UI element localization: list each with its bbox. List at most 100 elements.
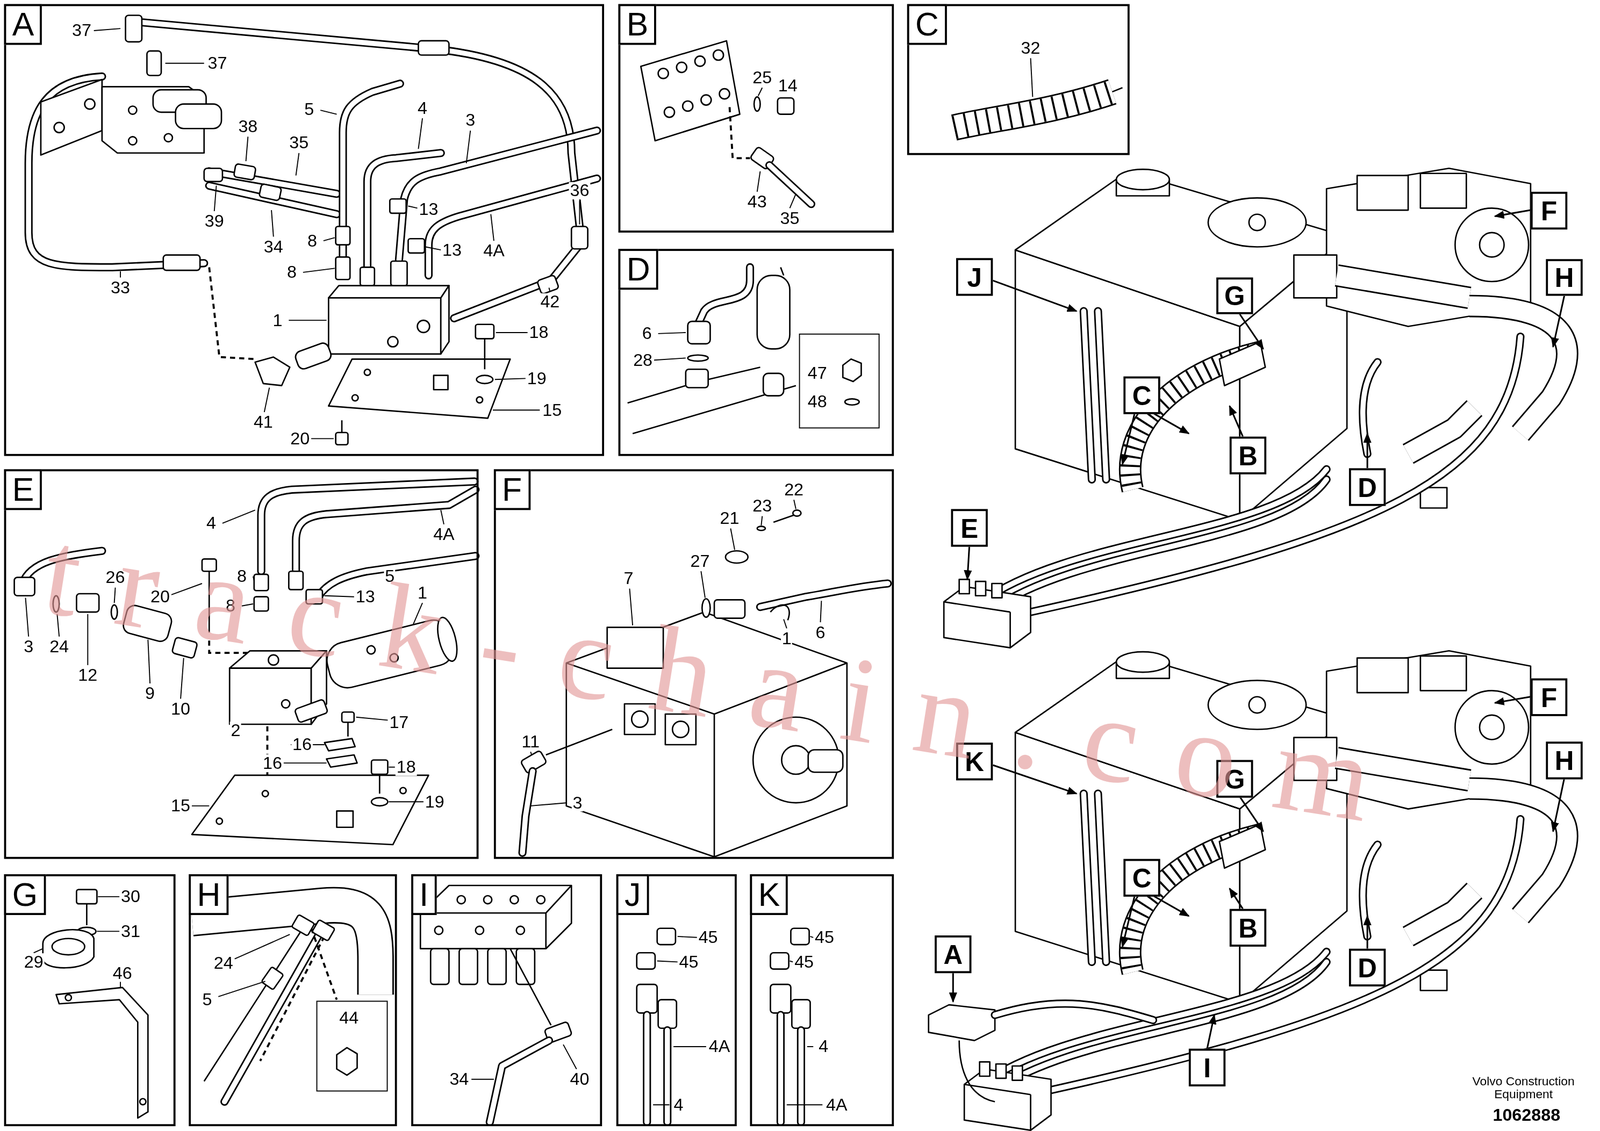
path-shape bbox=[627, 367, 796, 434]
line-shape bbox=[654, 357, 686, 361]
panel-letter: F bbox=[493, 469, 530, 511]
line-shape bbox=[320, 110, 337, 115]
circle-shape bbox=[139, 1099, 146, 1106]
line-shape bbox=[677, 936, 698, 938]
callout-number: 4A bbox=[824, 1096, 849, 1114]
circle-shape bbox=[434, 926, 443, 935]
rect-shape bbox=[777, 97, 794, 114]
callout-number: 34 bbox=[262, 238, 285, 256]
polygon-shape bbox=[420, 885, 572, 950]
callout-box: C bbox=[1123, 859, 1160, 898]
callout-number: 19 bbox=[526, 369, 548, 387]
rect-shape bbox=[14, 577, 35, 597]
callout-letter: G bbox=[1224, 282, 1245, 310]
line-shape bbox=[96, 930, 120, 932]
detail-panel: I bbox=[411, 874, 602, 1127]
callout-number: 2 bbox=[230, 721, 242, 739]
circle-shape bbox=[475, 926, 484, 935]
callout-number: 3 bbox=[571, 794, 584, 812]
callout-number: 37 bbox=[70, 22, 93, 40]
callout-letter: C bbox=[1132, 864, 1152, 892]
polygon-shape bbox=[328, 359, 511, 419]
line-shape bbox=[1122, 895, 1135, 947]
path-shape bbox=[324, 738, 356, 752]
path-shape bbox=[489, 1041, 549, 1123]
line-shape bbox=[1239, 314, 1264, 350]
detail-panel: H44 bbox=[188, 874, 397, 1127]
line-shape bbox=[283, 762, 327, 764]
path-shape bbox=[142, 22, 580, 227]
rect-shape bbox=[390, 261, 407, 286]
callout-number: 9 bbox=[144, 685, 156, 703]
path-shape bbox=[959, 1041, 995, 1103]
panel-letter: A bbox=[4, 4, 43, 46]
line-shape bbox=[1229, 888, 1244, 910]
callout-box: D bbox=[1349, 468, 1386, 506]
line-shape bbox=[1122, 413, 1135, 465]
callout-number: 12 bbox=[76, 666, 99, 685]
g-shape bbox=[94, 28, 580, 439]
g-shape bbox=[786, 936, 823, 1106]
rect-shape bbox=[571, 226, 588, 249]
rect-shape bbox=[475, 324, 494, 340]
circle-shape bbox=[65, 994, 72, 1001]
callout-number: 4A bbox=[432, 526, 456, 544]
ellipse-shape bbox=[844, 398, 860, 405]
line-shape bbox=[1366, 433, 1369, 469]
line-shape bbox=[1366, 916, 1369, 950]
g-shape bbox=[33, 897, 121, 988]
callout-number: 7 bbox=[622, 569, 635, 587]
circle-shape bbox=[352, 395, 358, 401]
g-shape bbox=[654, 332, 686, 361]
rect-shape bbox=[658, 1000, 677, 1029]
line-shape bbox=[492, 409, 540, 411]
line-shape bbox=[820, 600, 822, 623]
circle-shape bbox=[281, 699, 290, 708]
line-shape bbox=[952, 972, 954, 1002]
callout-number: 22 bbox=[783, 481, 805, 499]
callout-box: F bbox=[1530, 191, 1568, 230]
callout-number: 46 bbox=[111, 964, 134, 982]
rect-shape bbox=[259, 183, 282, 202]
callout-number: 15 bbox=[541, 401, 563, 419]
line-shape bbox=[85, 903, 88, 926]
line-shape bbox=[25, 598, 29, 637]
callout-letter: E bbox=[960, 514, 979, 542]
callout-number: 11 bbox=[520, 733, 541, 751]
panel-letter: J bbox=[616, 874, 650, 916]
callout-number: 4 bbox=[672, 1096, 685, 1114]
callout-number: 35 bbox=[288, 134, 310, 152]
line-shape bbox=[311, 438, 334, 440]
callout-box: F bbox=[1530, 678, 1568, 717]
detail-panel: G bbox=[4, 874, 176, 1127]
callout-letter: A bbox=[943, 941, 963, 968]
line-shape bbox=[1030, 58, 1033, 97]
rect-shape bbox=[636, 952, 656, 970]
line-shape bbox=[658, 332, 686, 334]
path-shape bbox=[663, 1030, 672, 1123]
callout-number: 14 bbox=[777, 76, 799, 95]
circle-shape bbox=[658, 68, 669, 79]
line-shape bbox=[234, 934, 291, 960]
circle-shape bbox=[676, 62, 687, 73]
callout-letter: D bbox=[1357, 954, 1377, 981]
line-shape bbox=[303, 268, 335, 273]
callout-box: H bbox=[1545, 741, 1583, 780]
path-shape bbox=[644, 1015, 650, 1123]
circle-shape bbox=[476, 397, 483, 404]
circle-shape bbox=[510, 895, 519, 904]
rect-shape bbox=[335, 226, 351, 245]
inset-box: 4748 bbox=[799, 333, 880, 429]
polygon-shape bbox=[928, 1005, 995, 1041]
callout-number: 3 bbox=[22, 638, 35, 656]
ellipse-shape bbox=[371, 798, 388, 807]
callout-letter: B bbox=[1238, 442, 1258, 469]
line-shape bbox=[761, 516, 763, 526]
line-shape bbox=[271, 210, 274, 237]
ellipse-shape bbox=[792, 510, 801, 516]
callout-number: 28 bbox=[632, 351, 654, 369]
rect-shape bbox=[418, 40, 449, 56]
rect-shape bbox=[687, 321, 711, 344]
callout-number: 39 bbox=[203, 212, 226, 231]
rect-shape bbox=[336, 811, 354, 828]
